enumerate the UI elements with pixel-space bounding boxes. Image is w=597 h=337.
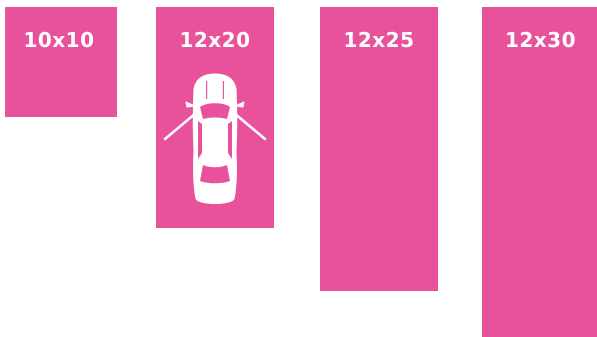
car-doors-open-icon xyxy=(162,71,268,206)
unit-size-label: 10x10 xyxy=(1,28,117,52)
unit-size-label: 12x30 xyxy=(482,28,597,52)
unit-size-label: 12x20 xyxy=(156,28,274,52)
storage-unit-12x20: 12x20 xyxy=(156,7,274,228)
storage-unit-12x30: 12x30 xyxy=(482,7,597,337)
storage-unit-10x10: 10x10 xyxy=(5,7,117,117)
unit-size-label: 12x25 xyxy=(320,28,438,52)
storage-unit-12x25: 12x25 xyxy=(320,7,438,291)
